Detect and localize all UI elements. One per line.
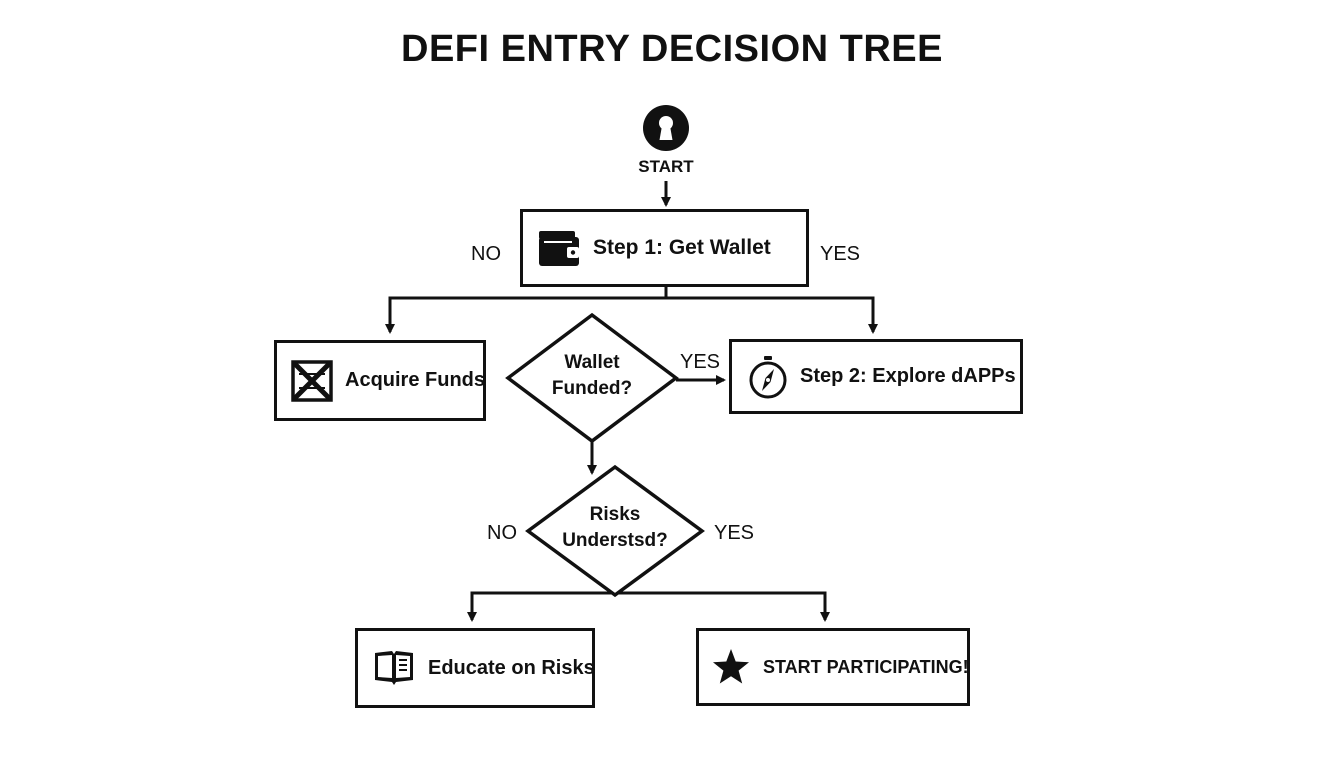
connector-risks-to-educate — [467, 591, 615, 622]
keyhole-icon — [643, 105, 689, 151]
decision-label-line: Wallet — [564, 352, 620, 373]
node-explore-dapps: Step 2: Explore dAPPs — [729, 339, 1023, 414]
decision-label-line: Risks — [589, 504, 641, 525]
book-icon — [375, 651, 413, 685]
connector-wallet-to-explore — [666, 296, 878, 334]
node-label: START PARTICIPATING! — [763, 656, 969, 677]
edge-label-wallet-no: NO — [471, 243, 501, 265]
node-educate-on-risks: Educate on Risks — [355, 628, 595, 708]
edge-label-risks-yes: YES — [714, 522, 755, 544]
decision-risks-understood-label: Risks Understsd? — [540, 502, 690, 554]
edge-label-funded-yes: YES — [680, 351, 721, 373]
node-label: Educate on Risks — [428, 656, 595, 679]
edge-label-risks-no: NO — [487, 522, 517, 544]
crossed-box-icon — [291, 359, 333, 402]
decision-label-line: Funded? — [551, 378, 633, 399]
wallet-icon — [539, 231, 579, 266]
decision-label-line: Understsd? — [562, 530, 668, 551]
start-label: START — [638, 157, 694, 176]
edge-label-wallet-yes: YES — [820, 243, 861, 265]
node-start-participating: START PARTICIPATING! — [696, 628, 970, 706]
node-label: Acquire Funds — [345, 369, 486, 391]
node-label: Step 2: Explore dAPPs — [800, 365, 1016, 387]
node-get-wallet: Step 1: Get Wallet — [520, 209, 809, 287]
connector-wallet-to-acquire — [385, 296, 666, 334]
star-icon — [713, 649, 749, 684]
page-title: DEFI ENTRY DECISION TREE — [401, 28, 943, 70]
decision-diamond-risks-understood — [525, 464, 705, 598]
decision-diamond-wallet-funded — [505, 312, 679, 444]
compass-icon — [749, 355, 787, 398]
node-label: Step 1: Get Wallet — [593, 236, 771, 259]
node-acquire-funds: Acquire Funds — [274, 340, 486, 421]
decision-wallet-funded-label: Wallet Funded? — [524, 350, 660, 402]
connector-risks-to-participate — [615, 591, 830, 622]
